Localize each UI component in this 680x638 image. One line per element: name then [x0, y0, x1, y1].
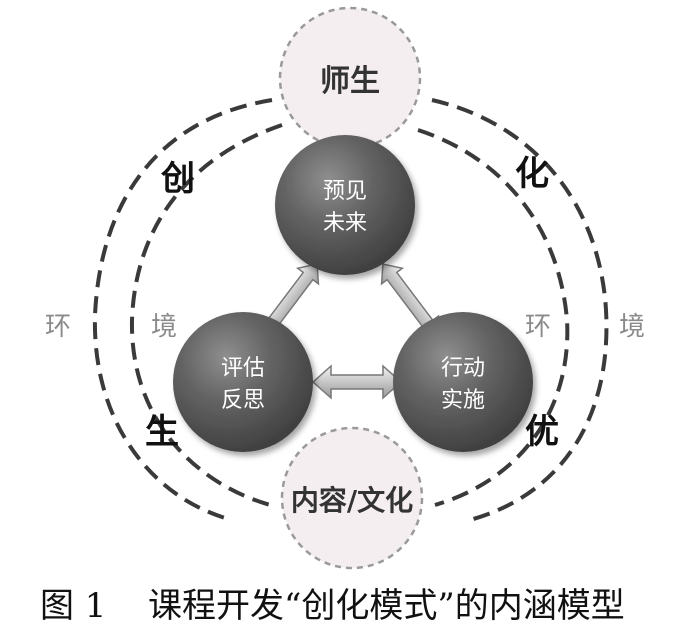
char-chuang: 创: [160, 159, 195, 199]
env-inner-left: 境: [151, 312, 177, 342]
bottom-node-label: 内容/文化: [291, 484, 413, 517]
char-sheng: 生: [145, 412, 179, 452]
core-top-line2: 未来: [323, 211, 367, 236]
core-left-line1: 评估: [221, 356, 265, 381]
inner-right-arc: [417, 128, 570, 507]
char-you: 优: [525, 412, 559, 452]
core-right-line1: 行动: [441, 356, 485, 381]
core-right-line2: 实施: [441, 388, 485, 413]
char-hua: 化: [515, 154, 549, 194]
caption-number: 图 1: [40, 586, 107, 626]
core-right: 行动 实施: [393, 312, 533, 452]
top-node: 师生: [278, 6, 422, 150]
core-top-line1: 预见: [323, 179, 367, 204]
core-left-line2: 反思: [221, 388, 265, 413]
arrow-bottom: [311, 364, 403, 400]
core-left: 评估 反思: [173, 312, 313, 452]
core-top: 预见 未来: [275, 135, 415, 275]
dashed-arcs: [92, 98, 609, 522]
inner-left-arc: [129, 123, 283, 507]
caption-title: 课程开发“创化模式”的内涵模型: [148, 586, 625, 626]
top-node-label: 师生: [320, 64, 380, 99]
env-outer-right: 境: [619, 312, 645, 342]
bottom-node: 内容/文化: [280, 426, 424, 570]
env-inner-right: 环: [525, 312, 551, 342]
figure-caption: 图 1 课程开发“创化模式”的内涵模型: [0, 578, 680, 634]
env-outer-left: 环: [45, 312, 71, 342]
outer-right-arc: [431, 98, 609, 522]
